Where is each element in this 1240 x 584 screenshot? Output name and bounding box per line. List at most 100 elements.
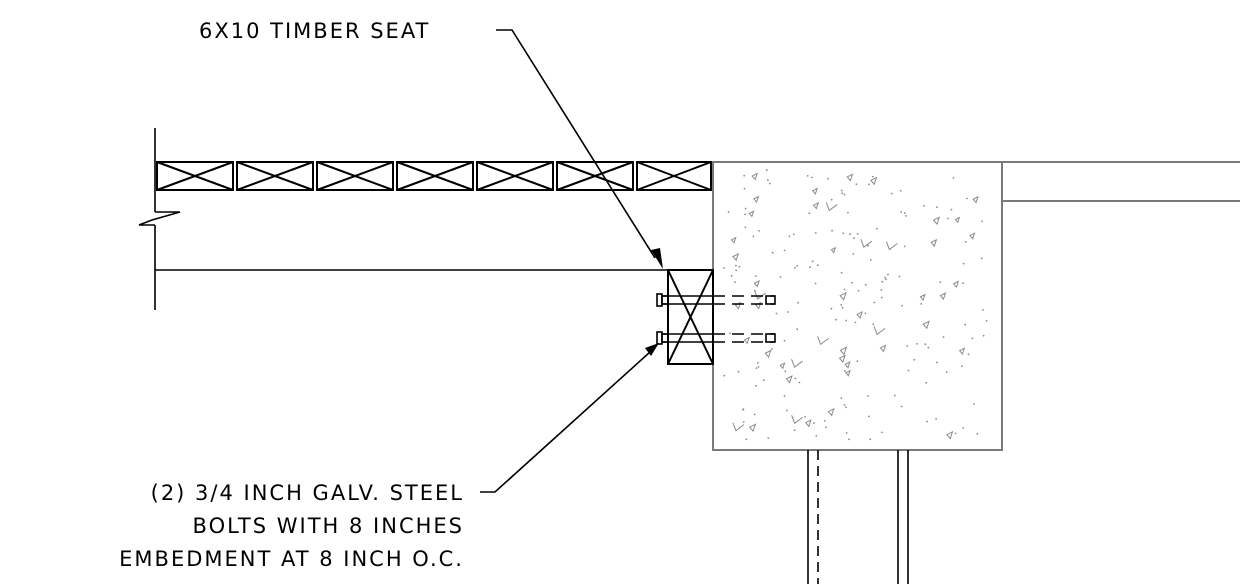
- stipple-check: [825, 202, 838, 212]
- deck-plank: [396, 161, 474, 191]
- deck-plank: [636, 161, 712, 191]
- stipple-dot: [835, 318, 837, 321]
- stipple-dot: [841, 192, 843, 195]
- stipple-dot: [980, 257, 983, 260]
- stipple-dot: [869, 438, 872, 441]
- stipple-dot: [936, 206, 938, 209]
- stipple-aggregate: [838, 354, 846, 364]
- stipple-aggregate: [732, 252, 740, 262]
- stipple-aggregate: [804, 419, 812, 428]
- stipple-dot: [744, 207, 747, 210]
- stipple-dot: [758, 230, 760, 232]
- stipple-dot: [783, 395, 786, 397]
- stipple-dot: [884, 276, 886, 279]
- stipple-dot: [786, 409, 788, 412]
- stipple-dot: [982, 334, 985, 337]
- stipple-aggregate: [922, 320, 930, 330]
- stipple-dot: [811, 260, 814, 263]
- stipple-dot: [779, 276, 782, 278]
- anchor-bolt-lower: [656, 331, 776, 345]
- stipple-dot: [811, 176, 813, 179]
- stipple-dot: [854, 321, 857, 324]
- stipple-dot: [784, 370, 787, 373]
- concrete-stipple: [723, 169, 988, 441]
- stipple-aggregate: [932, 216, 941, 226]
- stipple-aggregate: [812, 201, 820, 210]
- stipple-dot: [856, 233, 859, 235]
- break-line: [138, 128, 181, 310]
- stipple-dot: [755, 384, 757, 387]
- stipple-dot: [945, 371, 948, 373]
- stipple-dot: [962, 262, 965, 265]
- stipple-dot: [855, 183, 858, 186]
- stipple-dot: [796, 265, 798, 267]
- stipple-dot: [742, 421, 745, 423]
- stipple-dot: [813, 422, 815, 424]
- stipple-dot: [816, 264, 819, 267]
- stipple-dot: [742, 408, 744, 411]
- stipple-dot: [737, 370, 740, 373]
- stipple-dot: [840, 189, 843, 192]
- stipple-check: [791, 415, 803, 425]
- stipple-dot: [868, 415, 870, 418]
- stipple-dot: [962, 427, 965, 429]
- stipple-dot: [762, 379, 765, 382]
- stipple-dot: [744, 226, 747, 229]
- stipple-dot: [962, 282, 964, 284]
- stipple-dot: [804, 416, 806, 418]
- stipple-dot: [976, 432, 979, 435]
- stipple-dot: [809, 266, 811, 269]
- stipple-aggregate: [779, 362, 786, 370]
- stipple-dot: [848, 438, 850, 441]
- timber-deck-planks: [156, 161, 712, 191]
- stipple-check: [754, 290, 766, 300]
- stipple-dot: [723, 374, 726, 377]
- stipple-dot: [752, 235, 755, 238]
- stipple-aggregate: [930, 238, 938, 248]
- stipple-dot: [899, 189, 902, 192]
- stipple-dot: [864, 312, 867, 315]
- stipple-dot: [744, 213, 746, 216]
- stipple-dot: [757, 366, 760, 368]
- stipple-dot: [903, 212, 906, 214]
- stipple-aggregate: [972, 195, 979, 204]
- timber-seat-block: [667, 269, 714, 365]
- stipple-dot: [851, 281, 853, 284]
- stipple-dot: [735, 264, 737, 267]
- stipple-dot: [942, 336, 945, 338]
- stipple-dot: [927, 346, 930, 349]
- stipple-dot: [727, 211, 730, 213]
- stipple-dot: [830, 307, 833, 310]
- stipple-dot: [939, 281, 942, 283]
- stipple-dot: [723, 267, 725, 269]
- seat-leader: [496, 29, 663, 269]
- stipple-aggregate: [764, 349, 772, 359]
- stipple-dot: [808, 212, 811, 215]
- stipple-aggregate: [856, 310, 864, 320]
- stipple-dot: [920, 303, 923, 305]
- stipple-dot: [730, 274, 733, 277]
- stipple-dot: [982, 309, 984, 311]
- stipple-dot: [950, 208, 953, 211]
- stipple-dot: [925, 381, 928, 384]
- stipple-dot: [913, 358, 916, 361]
- stipple-dot: [873, 301, 876, 304]
- stipple-aggregate: [958, 347, 966, 356]
- stipple-dot: [767, 437, 770, 439]
- stipple-aggregate: [844, 361, 851, 369]
- stipple-aggregate: [730, 236, 737, 244]
- stipple-dot: [843, 193, 846, 196]
- stipple-aggregate: [743, 336, 750, 345]
- stipple-aggregate: [811, 187, 819, 195]
- stipple-dot: [734, 281, 736, 283]
- stipple-dot: [831, 229, 833, 232]
- concrete-cap: [712, 161, 1003, 451]
- stipple-dot: [971, 337, 974, 340]
- stipple-dot: [900, 405, 903, 408]
- stipple-aggregate: [748, 210, 755, 218]
- stipple-dot: [771, 251, 774, 254]
- stipple-dot: [857, 289, 860, 292]
- stipple-aggregate: [946, 430, 954, 440]
- stipple-dot: [783, 339, 786, 342]
